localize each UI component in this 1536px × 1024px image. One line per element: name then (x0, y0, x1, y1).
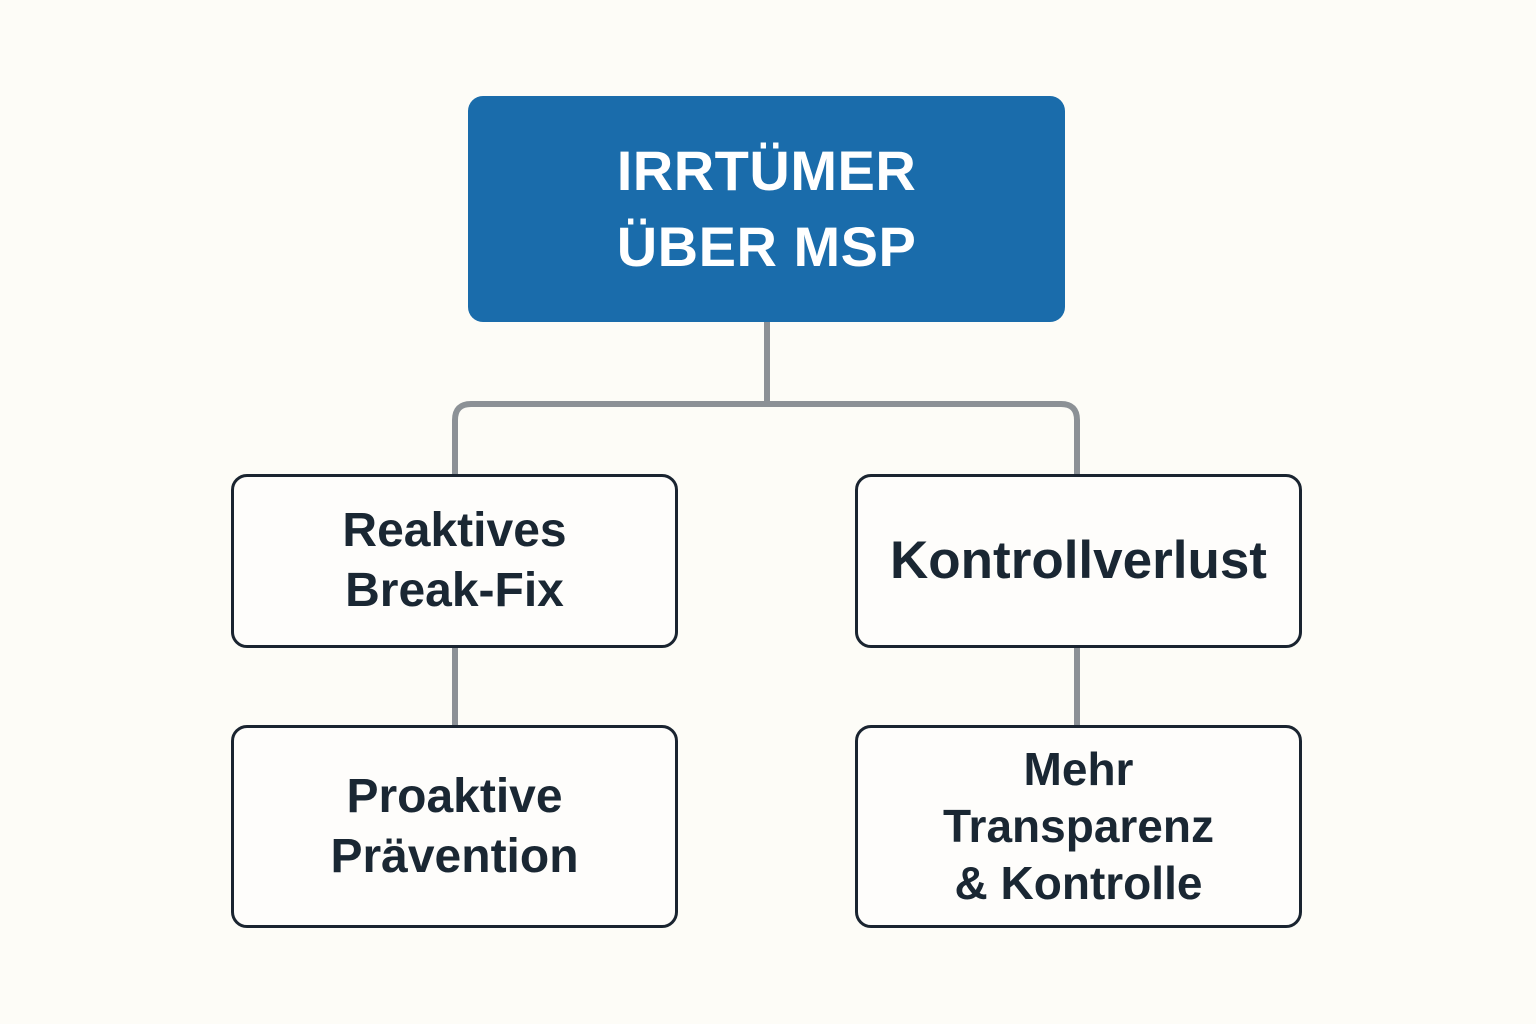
node-mehr-transparenz-kontrolle[interactable]: Mehr Transparenz & Kontrolle (855, 725, 1302, 928)
connector-branch-bar (452, 401, 1080, 478)
node-root-label: IRRTÜMER ÜBER MSP (616, 139, 917, 278)
node-root-irrtuemer-ueber-msp[interactable]: IRRTÜMER ÜBER MSP (468, 96, 1065, 322)
node-proaktive-praevention[interactable]: Proaktive Prävention (231, 725, 678, 928)
node-kontrollverlust[interactable]: Kontrollverlust (855, 474, 1302, 648)
node-proaktive-praevention-label: Proaktive Prävention (330, 769, 579, 883)
node-kontrollverlust-label: Kontrollverlust (890, 531, 1267, 591)
node-reaktives-break-fix[interactable]: Reaktives Break-Fix (231, 474, 678, 648)
node-reaktives-break-fix-label: Reaktives Break-Fix (342, 504, 567, 617)
node-mehr-transparenz-kontrolle-label: Mehr Transparenz & Kontrolle (943, 742, 1214, 910)
